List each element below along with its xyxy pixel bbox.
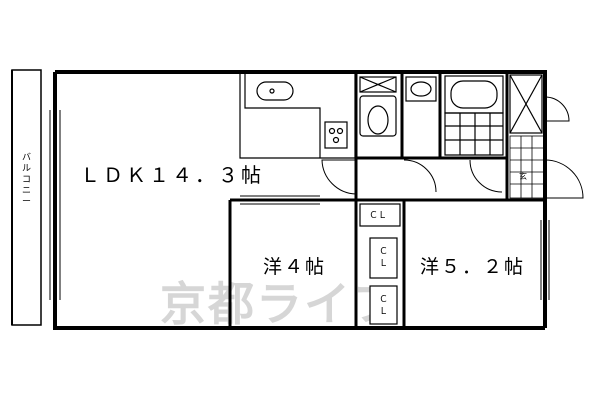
room-label-ldk: ＬＤＫ１４．３帖 xyxy=(80,163,264,187)
shoe-box xyxy=(509,74,543,134)
closet-mid xyxy=(369,237,398,279)
window-marks xyxy=(240,195,550,300)
watermark-logo: 京都ライフ xyxy=(160,277,400,331)
window-left xyxy=(49,110,61,300)
closet-label-bottom: ＣＬ xyxy=(379,295,388,317)
closet-top xyxy=(359,203,401,227)
balcony-label: バルコニー xyxy=(22,152,31,207)
balcony xyxy=(11,69,42,326)
room-label-western-4: 洋４帖 xyxy=(263,256,326,278)
door-swings xyxy=(321,96,584,199)
toilet xyxy=(359,76,397,137)
bathtub xyxy=(444,75,504,156)
interior-walls xyxy=(228,72,545,328)
entrance-tiles xyxy=(509,135,545,199)
closet-label-mid: ＣＬ xyxy=(379,247,388,269)
washbasin xyxy=(405,76,437,102)
entrance-label: 玄 xyxy=(519,171,527,181)
room-label-western-5-2: 洋５．２帖 xyxy=(420,256,525,278)
exterior-walls xyxy=(53,70,547,330)
watermark-text: 京都ライフ xyxy=(160,277,400,331)
closet-label-top: ＣＬ xyxy=(369,211,387,221)
closet-bottom xyxy=(369,285,398,325)
kitchen-counter xyxy=(239,74,356,159)
